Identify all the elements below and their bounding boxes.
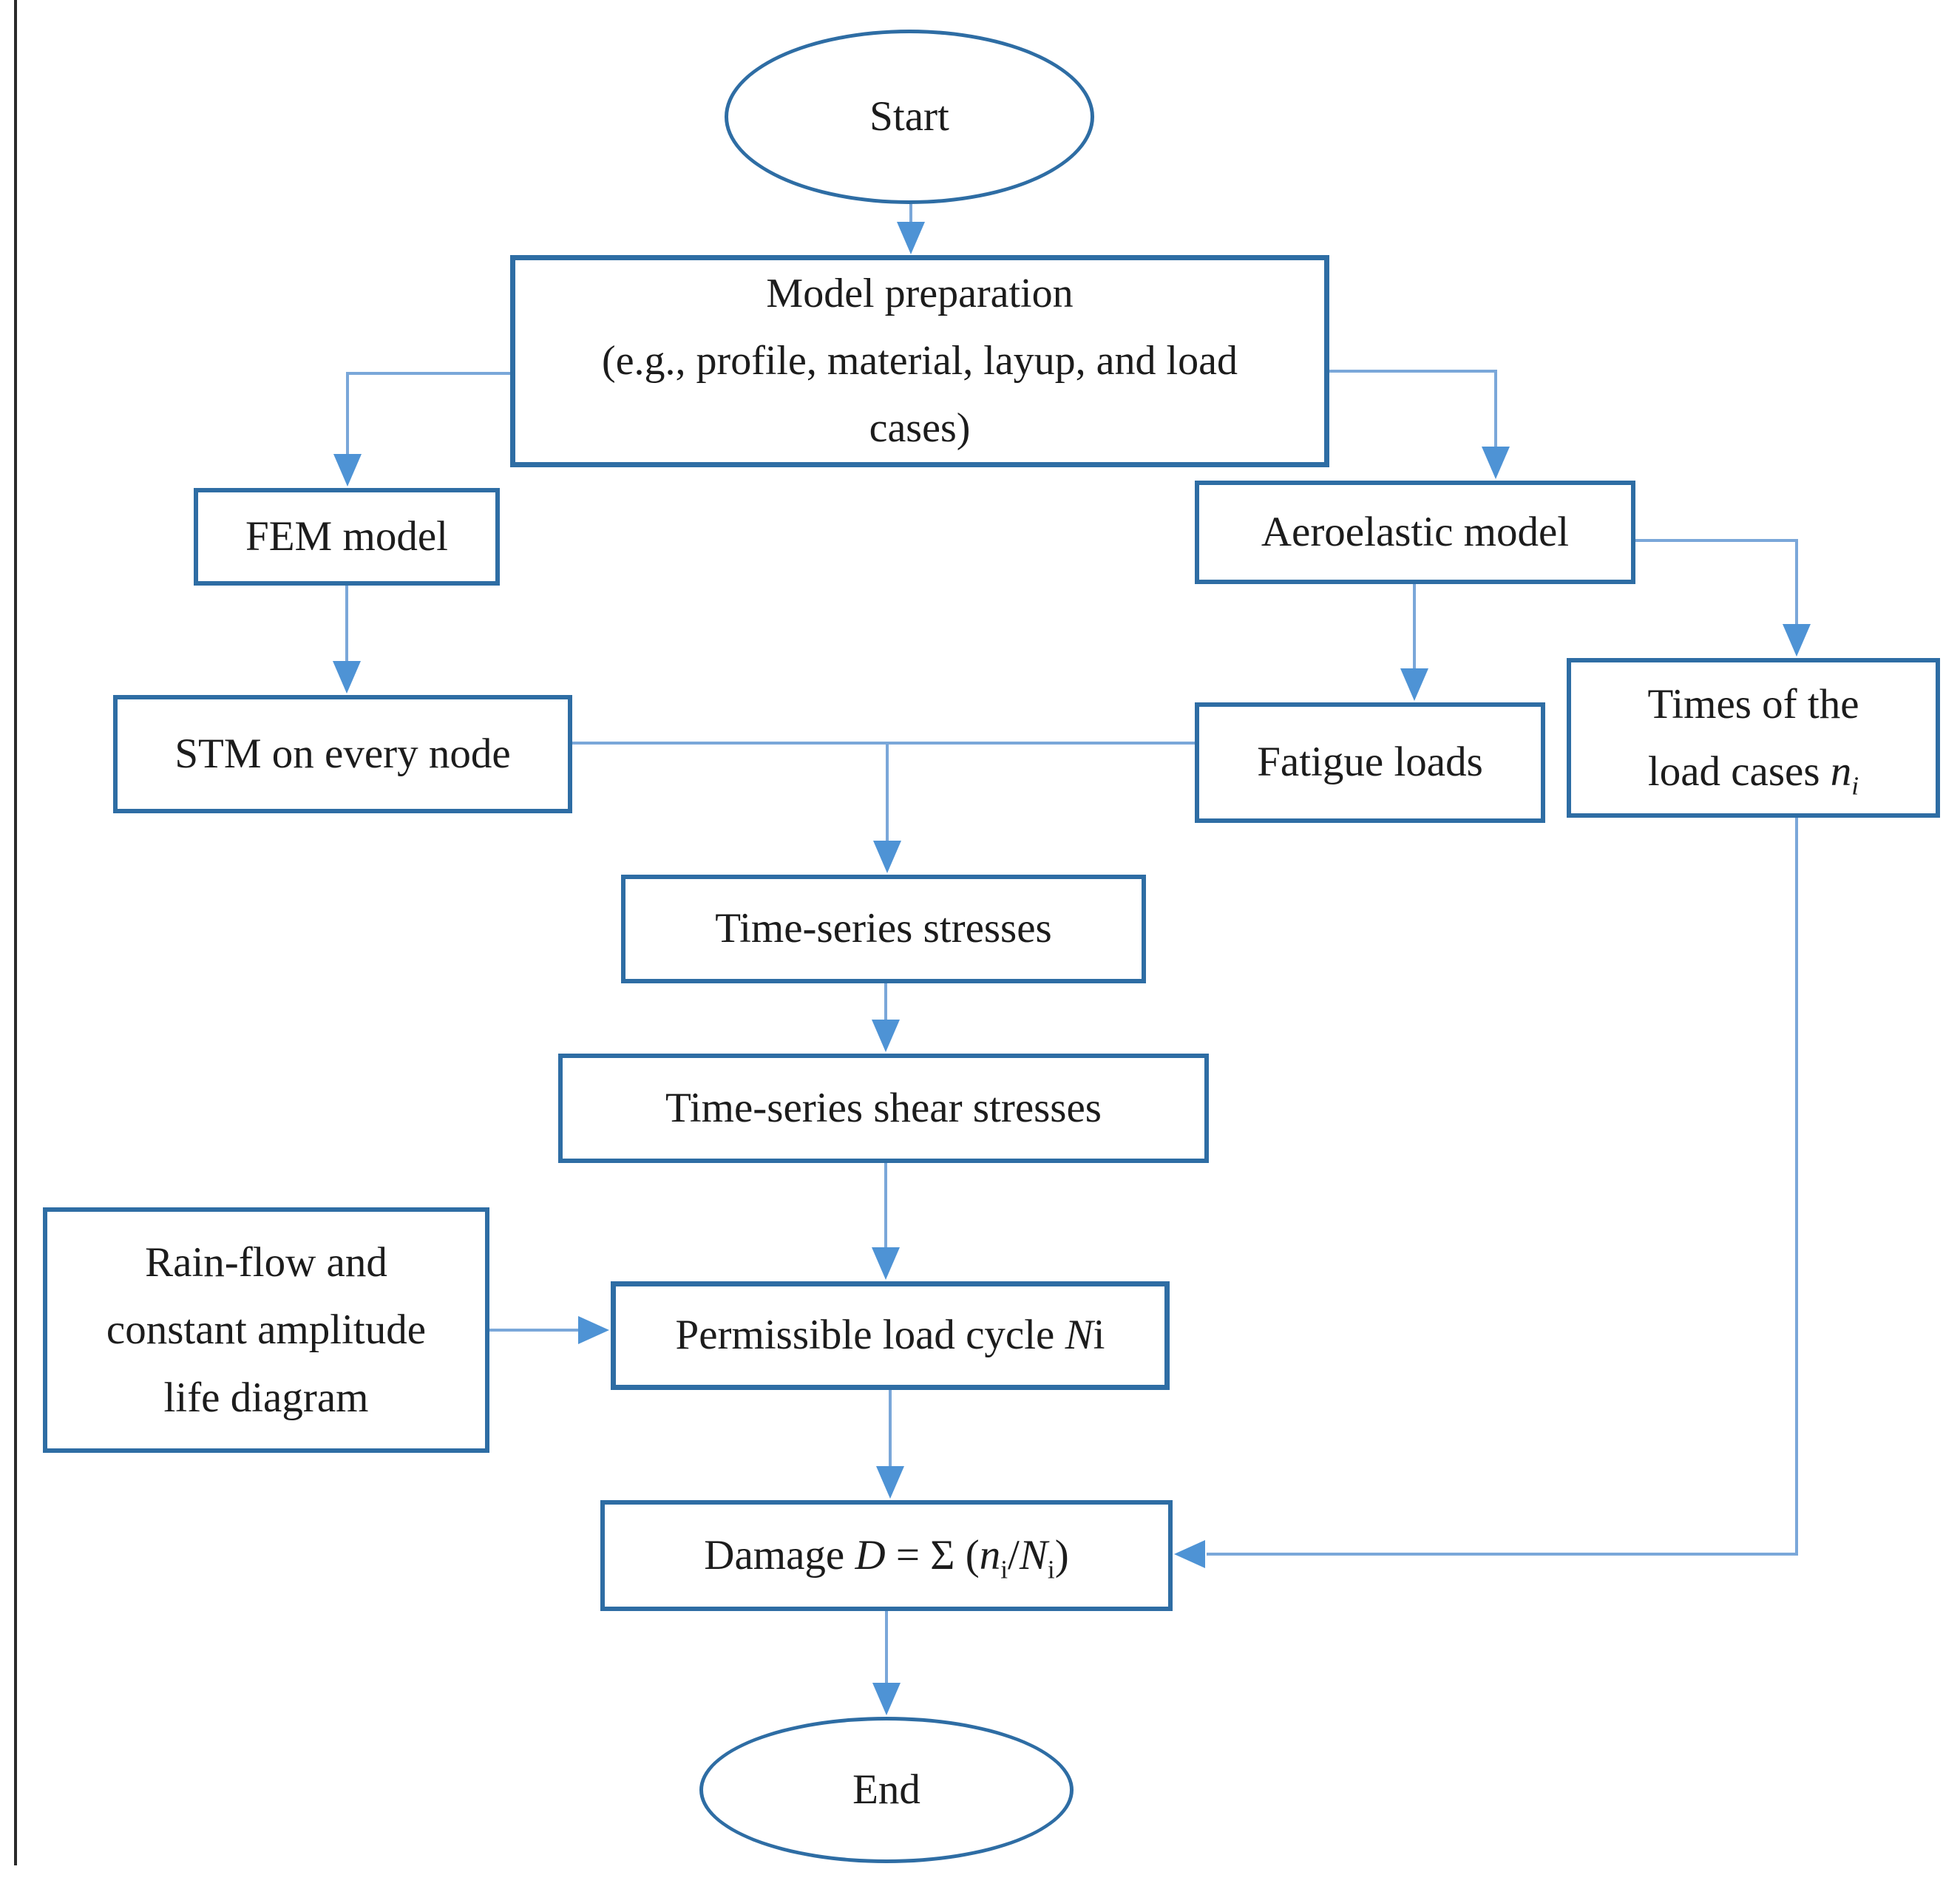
node-end: End [699, 1717, 1074, 1863]
node-start: Start [725, 30, 1094, 204]
node-stm: STM on every node [113, 695, 572, 813]
damage-formula-label: Damage D = Σ (ni/Ni) [704, 1531, 1069, 1584]
connector-damage-to-end [872, 1611, 901, 1715]
connector-stresses-to-shear [872, 983, 900, 1052]
connector-stm-fatigue-to-stresses [572, 742, 1195, 873]
stm-label: STM on every node [174, 730, 511, 777]
connector-start-to-model-prep [897, 204, 925, 254]
page-left-border-line [14, 0, 17, 1865]
node-times-of-load-cases: Times of the load cases ni [1567, 658, 1940, 818]
node-time-series-stresses: Time-series stresses [621, 875, 1146, 983]
node-time-series-shear-stresses: Time-series shear stresses [558, 1054, 1209, 1163]
connector-shear-to-permissible [872, 1163, 900, 1280]
model-preparation-label: Model preparation (e.g., profile, materi… [602, 271, 1238, 451]
node-aeroelastic-model: Aeroelastic model [1195, 481, 1635, 584]
times-of-load-cases-label: Times of the load cases ni [1647, 680, 1859, 801]
time-series-shear-stresses-label: Time-series shear stresses [665, 1084, 1102, 1131]
connector-aeroelastic-to-fatigue [1400, 584, 1428, 701]
node-damage-formula: Damage D = Σ (ni/Ni) [600, 1500, 1173, 1611]
start-label: Start [869, 92, 949, 140]
fem-model-label: FEM model [245, 512, 448, 560]
connector-model-prep-to-fem [333, 372, 510, 486]
time-series-stresses-label: Time-series stresses [715, 905, 1052, 952]
connector-permissible-to-damage [876, 1390, 904, 1499]
node-fem-model: FEM model [194, 488, 500, 586]
connector-rainflow-to-permissible [489, 1316, 609, 1344]
connector-model-prep-to-aeroelastic [1329, 370, 1510, 479]
connector-fem-to-stm [333, 586, 361, 694]
permissible-load-cycle-label: Permissible load cycle Ni [675, 1312, 1105, 1359]
aeroelastic-model-label: Aeroelastic model [1261, 508, 1570, 555]
node-fatigue-loads: Fatigue loads [1195, 702, 1545, 823]
fatigue-loads-label: Fatigue loads [1257, 739, 1483, 786]
rainflow-cald-label: Rain-flow and constant amplitude life di… [106, 1239, 427, 1421]
node-rainflow-cald: Rain-flow and constant amplitude life di… [43, 1207, 489, 1453]
connector-aeroelastic-to-times [1635, 539, 1811, 657]
connector-times-to-damage [1174, 818, 1798, 1568]
node-permissible-load-cycle: Permissible load cycle Ni [611, 1281, 1170, 1390]
node-model-preparation: Model preparation (e.g., profile, materi… [510, 255, 1329, 467]
end-label: End [852, 1766, 920, 1813]
